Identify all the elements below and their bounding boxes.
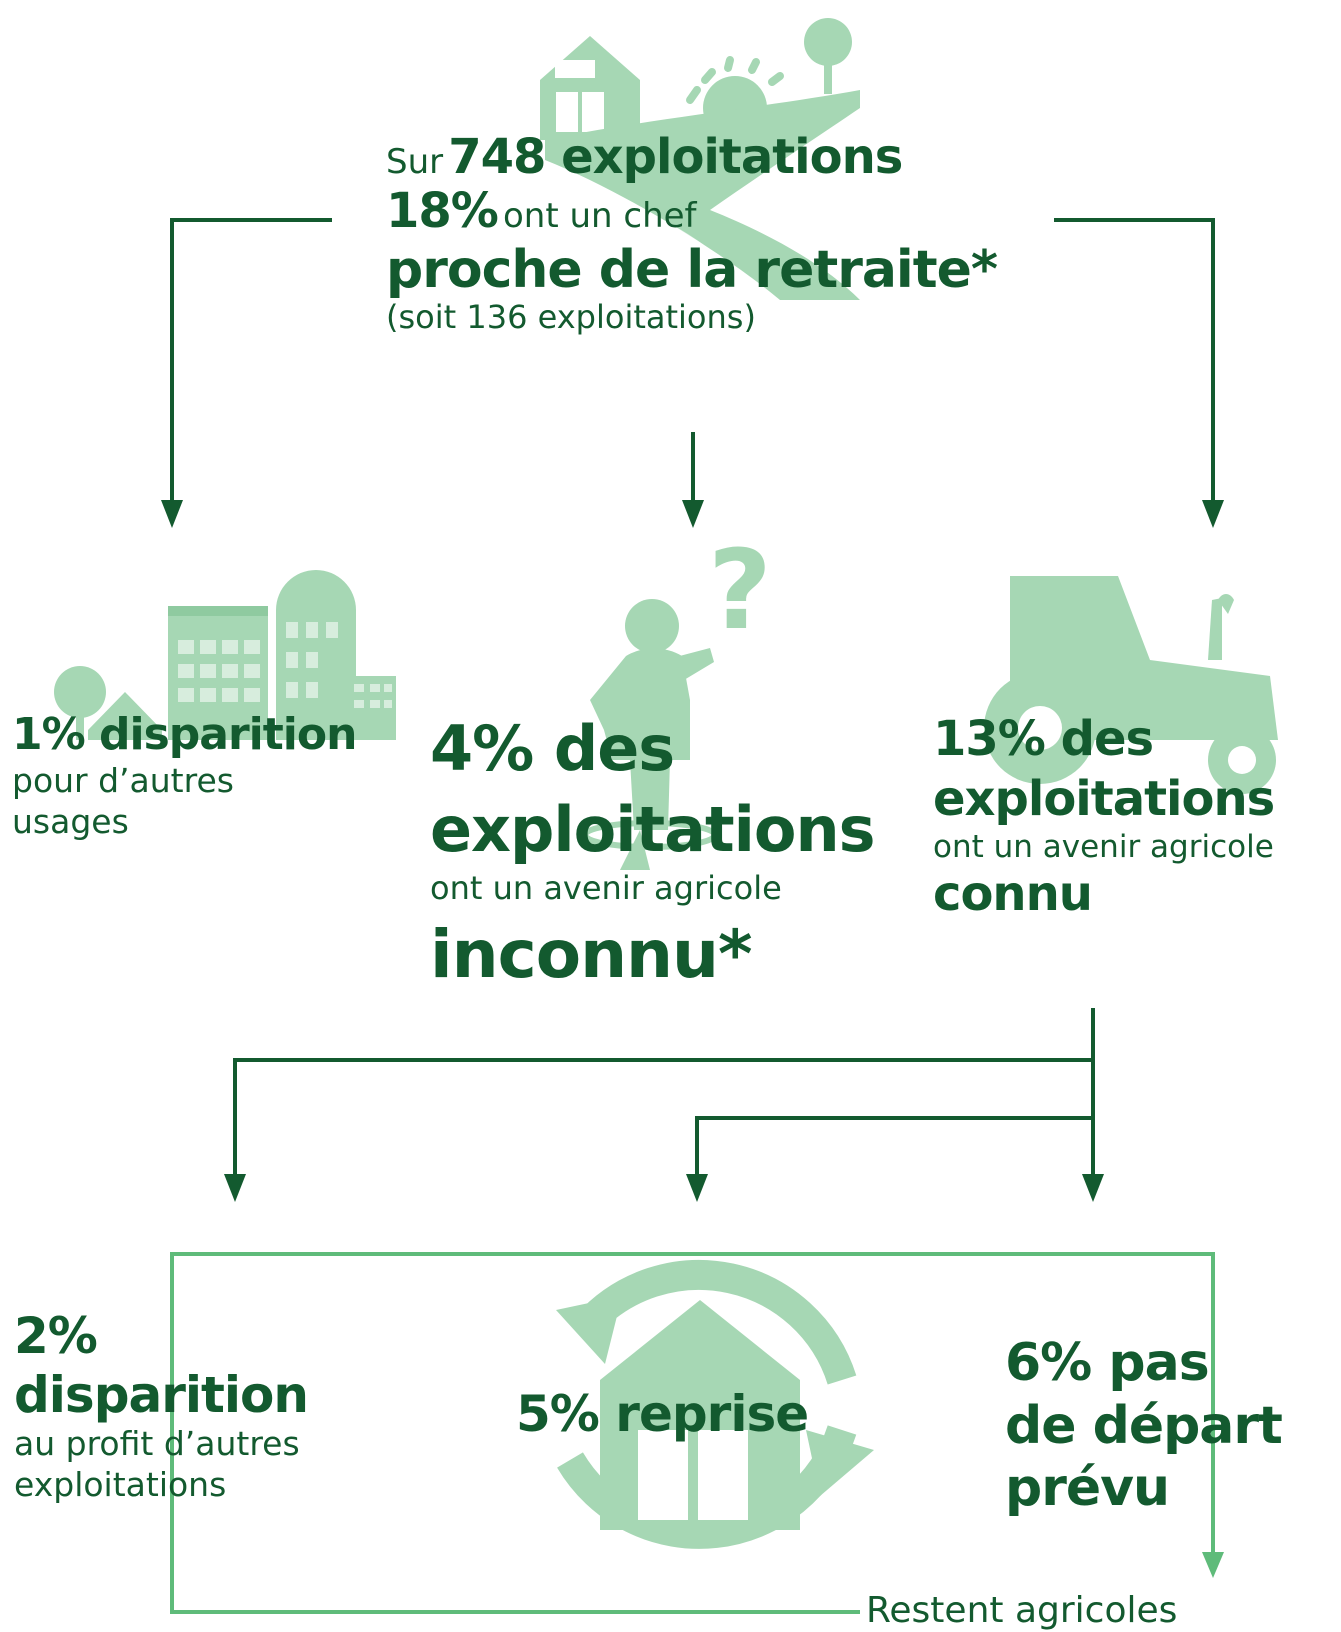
right-line1: 13% des: [933, 711, 1154, 767]
bottom-left-line3: au profit d’autres: [14, 1424, 300, 1463]
left-title: 1% disparition: [12, 709, 357, 760]
arrowhead-lower-left: [224, 1174, 246, 1202]
left-disappearance: 1% disparition pour d’autres usages: [12, 709, 392, 841]
right-line4: connu: [933, 866, 1093, 923]
top-prefix: Sur: [386, 142, 444, 182]
thinking-person-question-icon: ?: [582, 526, 772, 870]
top-count: (soit 136 exploitations): [386, 298, 756, 337]
city-buildings-icon: [54, 570, 396, 740]
connector-lower-left: [233, 1058, 1093, 1180]
top-percentage: 18%: [386, 183, 499, 240]
top-retirement: proche de la retraite*: [386, 239, 998, 300]
svg-text:?: ?: [708, 526, 772, 654]
middle-unknown-future: 4% des exploitations ont un avenir agric…: [430, 716, 900, 989]
bottom-middle-label: 5% reprise: [516, 1385, 809, 1443]
bottom-left-line1: 2%: [14, 1307, 98, 1365]
middle-line1: 4% des: [430, 712, 675, 785]
tractor-icon: [984, 576, 1278, 794]
arrowhead-lower-middle: [686, 1174, 708, 1202]
arrowhead-top-middle: [682, 500, 704, 528]
bottom-right-line2: de départ: [1005, 1395, 1283, 1456]
right-line2: exploitations: [933, 771, 1275, 828]
connector-lower-middle: [695, 1116, 1093, 1180]
left-line1: pour d’autres: [12, 761, 234, 801]
connector-top-left: [170, 218, 332, 505]
right-known-future: 13% des exploitations ont un avenir agri…: [933, 714, 1333, 920]
arrowhead-lower-right: [1082, 1174, 1104, 1202]
top-summary: Sur 748 exploitations 18% ont un chef pr…: [386, 129, 998, 337]
connector-top-right: [1054, 218, 1215, 505]
bottom-left-line4: exploitations: [14, 1464, 227, 1504]
bottom-right-line1: 6% pas: [1005, 1333, 1210, 1393]
bottom-right-no-departure: 6% pas de départ prévu: [1005, 1336, 1325, 1516]
barn-cycle-icon: [556, 1259, 874, 1549]
bottom-left-disappearance: 2% disparition au profit d’autres exploi…: [14, 1310, 374, 1502]
top-chef-text: ont un chef: [502, 196, 697, 237]
footer-label: Restent agricoles: [862, 1592, 1182, 1630]
right-line3: ont un avenir agricole: [933, 828, 1274, 865]
arrowhead-top-right: [1202, 500, 1224, 528]
middle-line3: ont un avenir agricole: [430, 869, 782, 908]
middle-line4: inconnu*: [430, 915, 753, 993]
top-total-exploitations: 748 exploitations: [448, 129, 903, 185]
bottom-left-line2: disparition: [14, 1365, 309, 1424]
arrowhead-top-left: [161, 500, 183, 528]
bottom-right-line3: prévu: [1005, 1458, 1170, 1519]
farm-landscape-icon: [540, 18, 860, 300]
arrowhead-agricultural: [1202, 1552, 1224, 1578]
middle-line2: exploitations: [430, 793, 876, 867]
left-line2: usages: [12, 801, 129, 841]
agricultural-bracket: [170, 1252, 1215, 1614]
